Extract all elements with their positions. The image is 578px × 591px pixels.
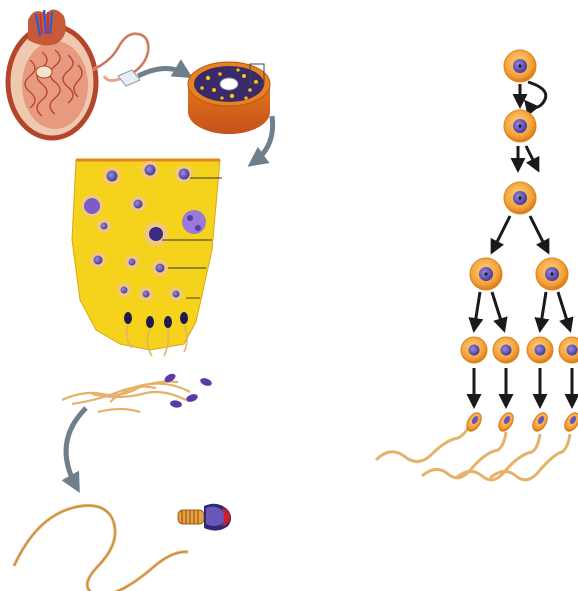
secondary-spermatocyte-cell bbox=[536, 258, 568, 290]
spermatid-cell bbox=[461, 337, 487, 363]
released-sperm-bundle bbox=[62, 372, 213, 412]
arrow-meiosis2 bbox=[474, 292, 480, 330]
seminiferous-epithelium-wedge bbox=[72, 160, 222, 356]
zoom-box-icon bbox=[118, 70, 140, 86]
arrow-split-right bbox=[530, 216, 548, 252]
arrow-split-left bbox=[492, 216, 510, 252]
spermatogonium-cell bbox=[504, 50, 536, 82]
testis-section-panel bbox=[8, 9, 273, 591]
tubule-cross-section-icon bbox=[188, 62, 270, 134]
arrow-meiosis2 bbox=[540, 292, 546, 330]
spermatid-cell bbox=[493, 337, 519, 363]
loop-arrow-icon bbox=[526, 82, 546, 108]
arrow-meiosis2 bbox=[558, 292, 570, 330]
spermatid-cell bbox=[559, 337, 578, 363]
arrow-testis-to-tubule bbox=[138, 68, 186, 76]
sperm-cell-icon bbox=[14, 504, 231, 591]
arrow-meiosis2 bbox=[492, 292, 504, 330]
arrow-bundle-to-sperm bbox=[66, 408, 86, 486]
spermatid-cell bbox=[527, 337, 553, 363]
secondary-spermatocyte-parent-cell bbox=[504, 182, 536, 214]
spermatogenesis-lineage-panel bbox=[376, 50, 578, 480]
spermatozoon bbox=[376, 410, 484, 461]
primary-spermatocyte-cell bbox=[504, 110, 536, 142]
secondary-spermatocyte-cell bbox=[470, 258, 502, 290]
testis-icon bbox=[8, 9, 96, 138]
arrow-gen2-branch bbox=[526, 146, 538, 170]
